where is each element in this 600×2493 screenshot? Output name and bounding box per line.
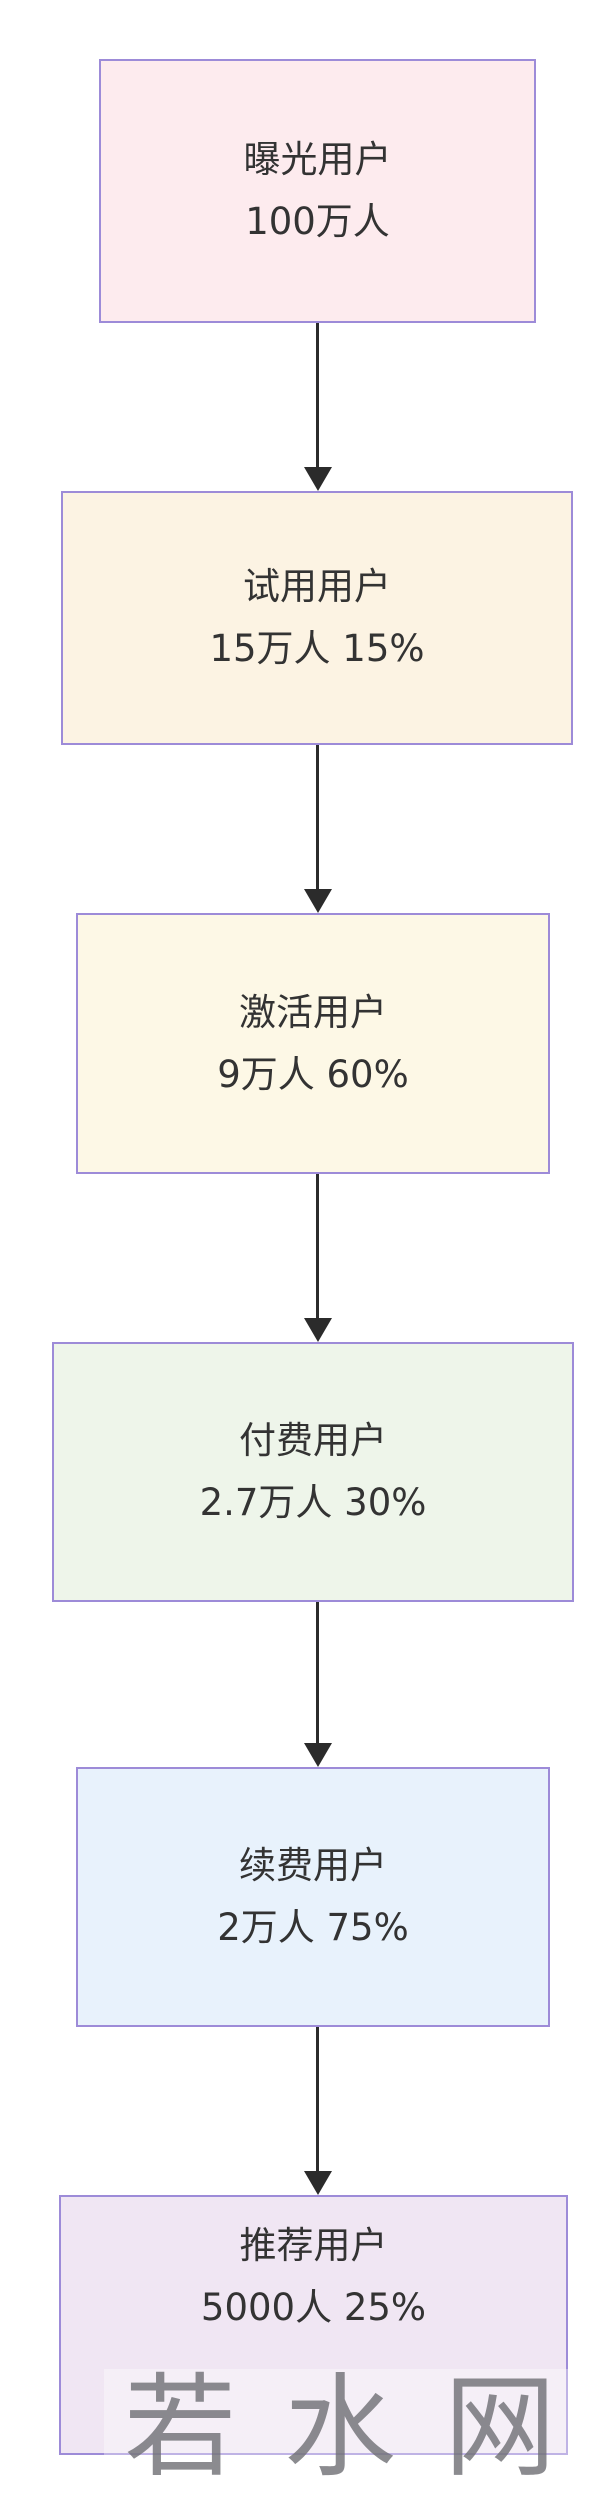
watermark-char: 若 [124, 2363, 236, 2493]
watermark-char: 网 [444, 2363, 556, 2493]
arrow-head-icon [304, 889, 332, 913]
node-title: 试用用户 [243, 565, 391, 608]
funnel-node: 试用用户 15万人 15% [61, 491, 573, 745]
node-value: 2.7万人 30% [199, 1481, 427, 1524]
funnel-node: 续费用户 2万人 75% [76, 1767, 550, 2027]
node-title: 付费用户 [239, 1419, 387, 1462]
node-value: 100万人 [245, 200, 390, 243]
node-title: 曝光用户 [243, 138, 392, 181]
arrow-connector [316, 2027, 319, 2173]
arrow-connector [316, 323, 319, 469]
arrow-head-icon [304, 1743, 332, 1767]
node-title: 推荐用户 [239, 2224, 388, 2267]
node-value: 5000人 25% [200, 2286, 427, 2329]
node-value: 15万人 15% [209, 627, 425, 670]
funnel-node: 激活用户 9万人 60% [76, 913, 550, 1174]
arrow-head-icon [304, 2171, 332, 2195]
node-value: 2万人 75% [217, 1906, 409, 1949]
arrow-head-icon [304, 1318, 332, 1342]
funnel-node: 付费用户 2.7万人 30% [52, 1342, 574, 1602]
node-value: 9万人 60% [217, 1052, 409, 1096]
arrow-connector [316, 1602, 319, 1745]
watermark-char: 水 [284, 2363, 396, 2493]
funnel-node: 曝光用户 100万人 [99, 59, 536, 323]
arrow-head-icon [304, 467, 332, 491]
arrow-connector [316, 745, 319, 891]
node-title: 续费用户 [239, 1844, 387, 1887]
funnel-node: 推荐用户 5000人 25% [59, 2195, 568, 2455]
watermark: 若 水 网 [104, 2369, 576, 2487]
arrow-connector [316, 1174, 319, 1320]
node-title: 激活用户 [239, 990, 387, 1034]
